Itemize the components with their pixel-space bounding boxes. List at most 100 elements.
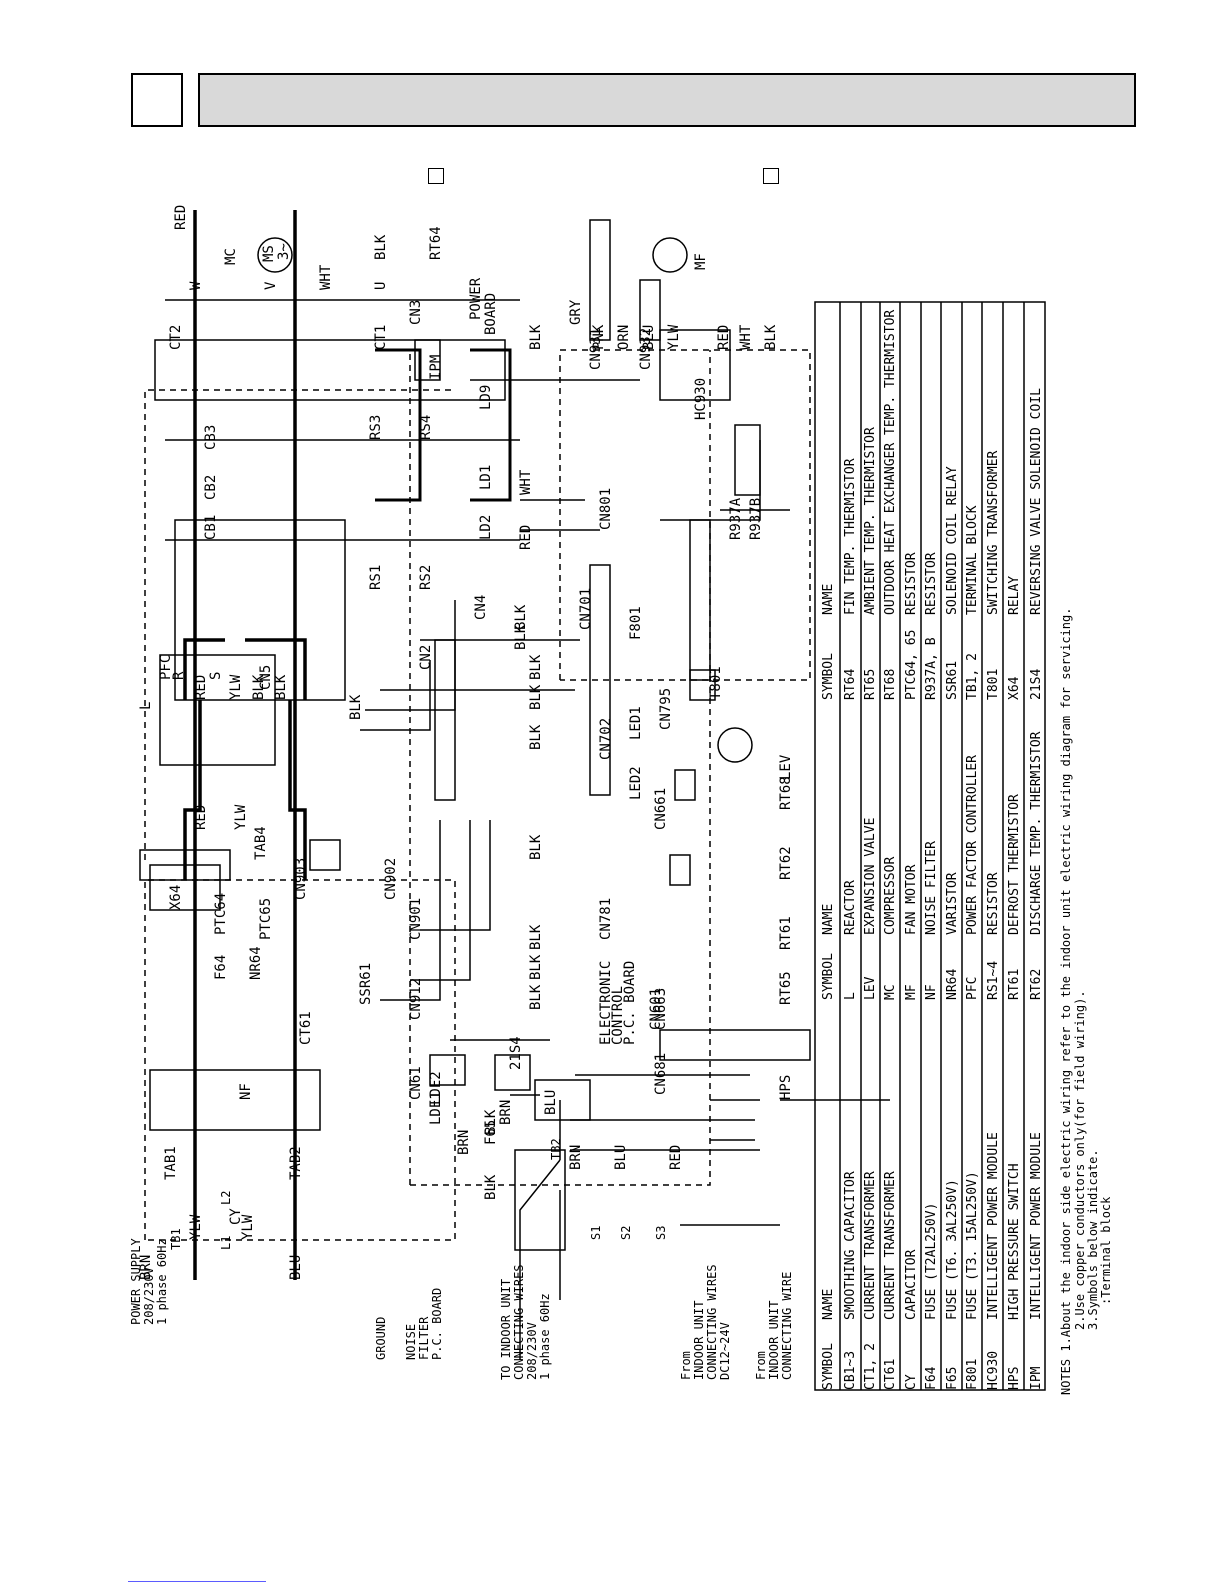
table-cell: DEFROST THERMISTOR <box>1007 794 1022 935</box>
label-cn901: CN901 <box>408 898 424 940</box>
label-cn5: CN5 <box>258 665 274 690</box>
label-lde2: LDE2 <box>428 1071 444 1105</box>
label-cn931: CN931 <box>588 328 604 370</box>
label-rt64: RT64 <box>428 226 444 260</box>
label-blk13: BLK <box>513 604 529 630</box>
label-cb2: CB2 <box>203 475 219 500</box>
footer-link-rule <box>128 1581 266 1582</box>
label-blk6: BLK <box>528 984 544 1010</box>
to-indoor-line2: CONNECTING WIRES <box>512 1264 526 1380</box>
table-cell: RESISTOR <box>904 552 919 615</box>
wire-lines <box>144 210 890 1360</box>
table-cell: EXPANSION VALVE <box>863 818 878 935</box>
label-ct2: CT2 <box>168 325 184 350</box>
label-ssr61: SSR61 <box>358 963 374 1005</box>
label-pfc: PFC <box>158 655 174 680</box>
s1-label: S1 <box>589 1226 603 1240</box>
table-cell: INTELLIGENT POWER MODULE <box>986 1132 1001 1320</box>
label-cn801: CN801 <box>598 488 614 530</box>
label-hps: HPS <box>778 1075 794 1100</box>
table-cell: REACTOR <box>843 880 858 935</box>
cn3-box <box>414 339 441 381</box>
label-l: L <box>138 702 154 710</box>
label-red2: RED <box>193 805 209 830</box>
label-rs4: RS4 <box>418 415 434 440</box>
cn901-box <box>434 639 456 801</box>
table-cell: INTELLIGENT POWER MODULE <box>1029 1132 1044 1320</box>
label-ylw5: YLW <box>666 324 682 350</box>
label-r937a: R937A <box>728 497 744 540</box>
table-cell: NF <box>924 984 939 1000</box>
table-cell: FIN TEMP. THERMISTOR <box>843 458 858 615</box>
table-cell: TB1, 2 <box>965 653 980 700</box>
cn601-box <box>659 1029 811 1061</box>
motor-symbols <box>257 237 753 763</box>
note-line: 2.Use copper conductors only(for field w… <box>1073 990 1087 1330</box>
label-ylw3: YLW <box>233 804 249 830</box>
table-cell: RT64 <box>843 669 858 700</box>
ipm-box <box>154 339 506 401</box>
label-cn4: CN4 <box>473 595 489 620</box>
label-v: V <box>263 281 279 290</box>
table-cell: FAN MOTOR <box>904 864 919 935</box>
label-pcboard: P.C. BOARD <box>622 961 638 1045</box>
label-wht3: WHT <box>738 324 754 350</box>
label-cn902: CN902 <box>383 858 399 900</box>
note-line: NOTES 1.About the indoor side electric w… <box>1059 608 1073 1395</box>
legend-grid <box>814 301 1046 1391</box>
tb1-box <box>139 849 231 881</box>
table-cell: X64 <box>1007 676 1022 700</box>
noise-filter-line1: NOISE <box>404 1324 418 1360</box>
label-ct61: CT61 <box>298 1011 314 1045</box>
label-cn903: CN903 <box>293 858 309 900</box>
table-cell: NOISE FILTER <box>924 841 939 935</box>
table-cell: TERMINAL BLOCK <box>965 505 980 615</box>
to-indoor-line3: 208/230V <box>525 1322 539 1380</box>
table-cell: NR64 <box>945 969 960 1000</box>
to-indoor-line4: 1 phase 60Hz <box>538 1293 552 1380</box>
label-blk2: BLK <box>251 674 267 700</box>
label-cn781: CN781 <box>598 898 614 940</box>
s2-label: S2 <box>619 1226 633 1240</box>
label-blk12: BLK <box>513 624 529 650</box>
pfc-box <box>174 519 346 701</box>
21s4-box <box>494 1054 531 1091</box>
tb1-label: TB1 <box>169 1228 183 1250</box>
label-blu: BLU <box>288 1255 304 1280</box>
cn663-box <box>674 769 696 801</box>
table-cell: F65 <box>945 1367 960 1390</box>
label-f801: F801 <box>628 606 644 640</box>
label-blk10: BLK <box>528 684 544 710</box>
table-header-cell: NAME <box>821 1289 836 1320</box>
table-cell: SWITCHING TRANSFORMER <box>986 450 1001 615</box>
l-reactor-box <box>159 654 276 766</box>
section-title-bar <box>198 73 1136 127</box>
table-cell: CY <box>904 1374 919 1390</box>
note-line: :Terminal block <box>1099 1196 1113 1305</box>
cn681-box <box>669 854 691 886</box>
table-cell: DISCHARGE TEMP. THERMISTOR <box>1029 731 1044 935</box>
label-u: U <box>373 282 389 290</box>
label-cn681: CN681 <box>653 1053 669 1095</box>
l2-label: L2 <box>219 1191 233 1205</box>
to-indoor-line1: TO INDOOR UNIT <box>499 1279 513 1380</box>
label-red5: RED <box>173 205 189 230</box>
label-hc930: HC930 <box>693 378 709 420</box>
from-indoor-dc-line4: DC12~24V <box>718 1322 732 1380</box>
label-rs1: RS1 <box>368 565 384 590</box>
rotated-layer: BRN YLW CY YLW BLU TAB1 TAB2 BRN BLU BRN… <box>129 205 1046 1391</box>
label-cb3: CB3 <box>203 425 219 450</box>
hc930-box <box>659 329 731 401</box>
label-blk4: BLK <box>348 694 364 720</box>
table-header-cell: NAME <box>821 904 836 935</box>
label-f64: F64 <box>213 955 229 980</box>
mc-motor <box>257 237 293 273</box>
cn903-box <box>309 839 341 871</box>
label-cn601: CN601 <box>648 988 664 1030</box>
label-rt61: RT61 <box>778 916 794 950</box>
table-cell: CB1~3 <box>843 1351 858 1390</box>
table-cell: CURRENT TRANSFORMER <box>883 1171 898 1320</box>
label-nf: NF <box>238 1083 254 1100</box>
label-mf: MF <box>693 253 709 270</box>
cn61-box <box>534 1079 591 1121</box>
